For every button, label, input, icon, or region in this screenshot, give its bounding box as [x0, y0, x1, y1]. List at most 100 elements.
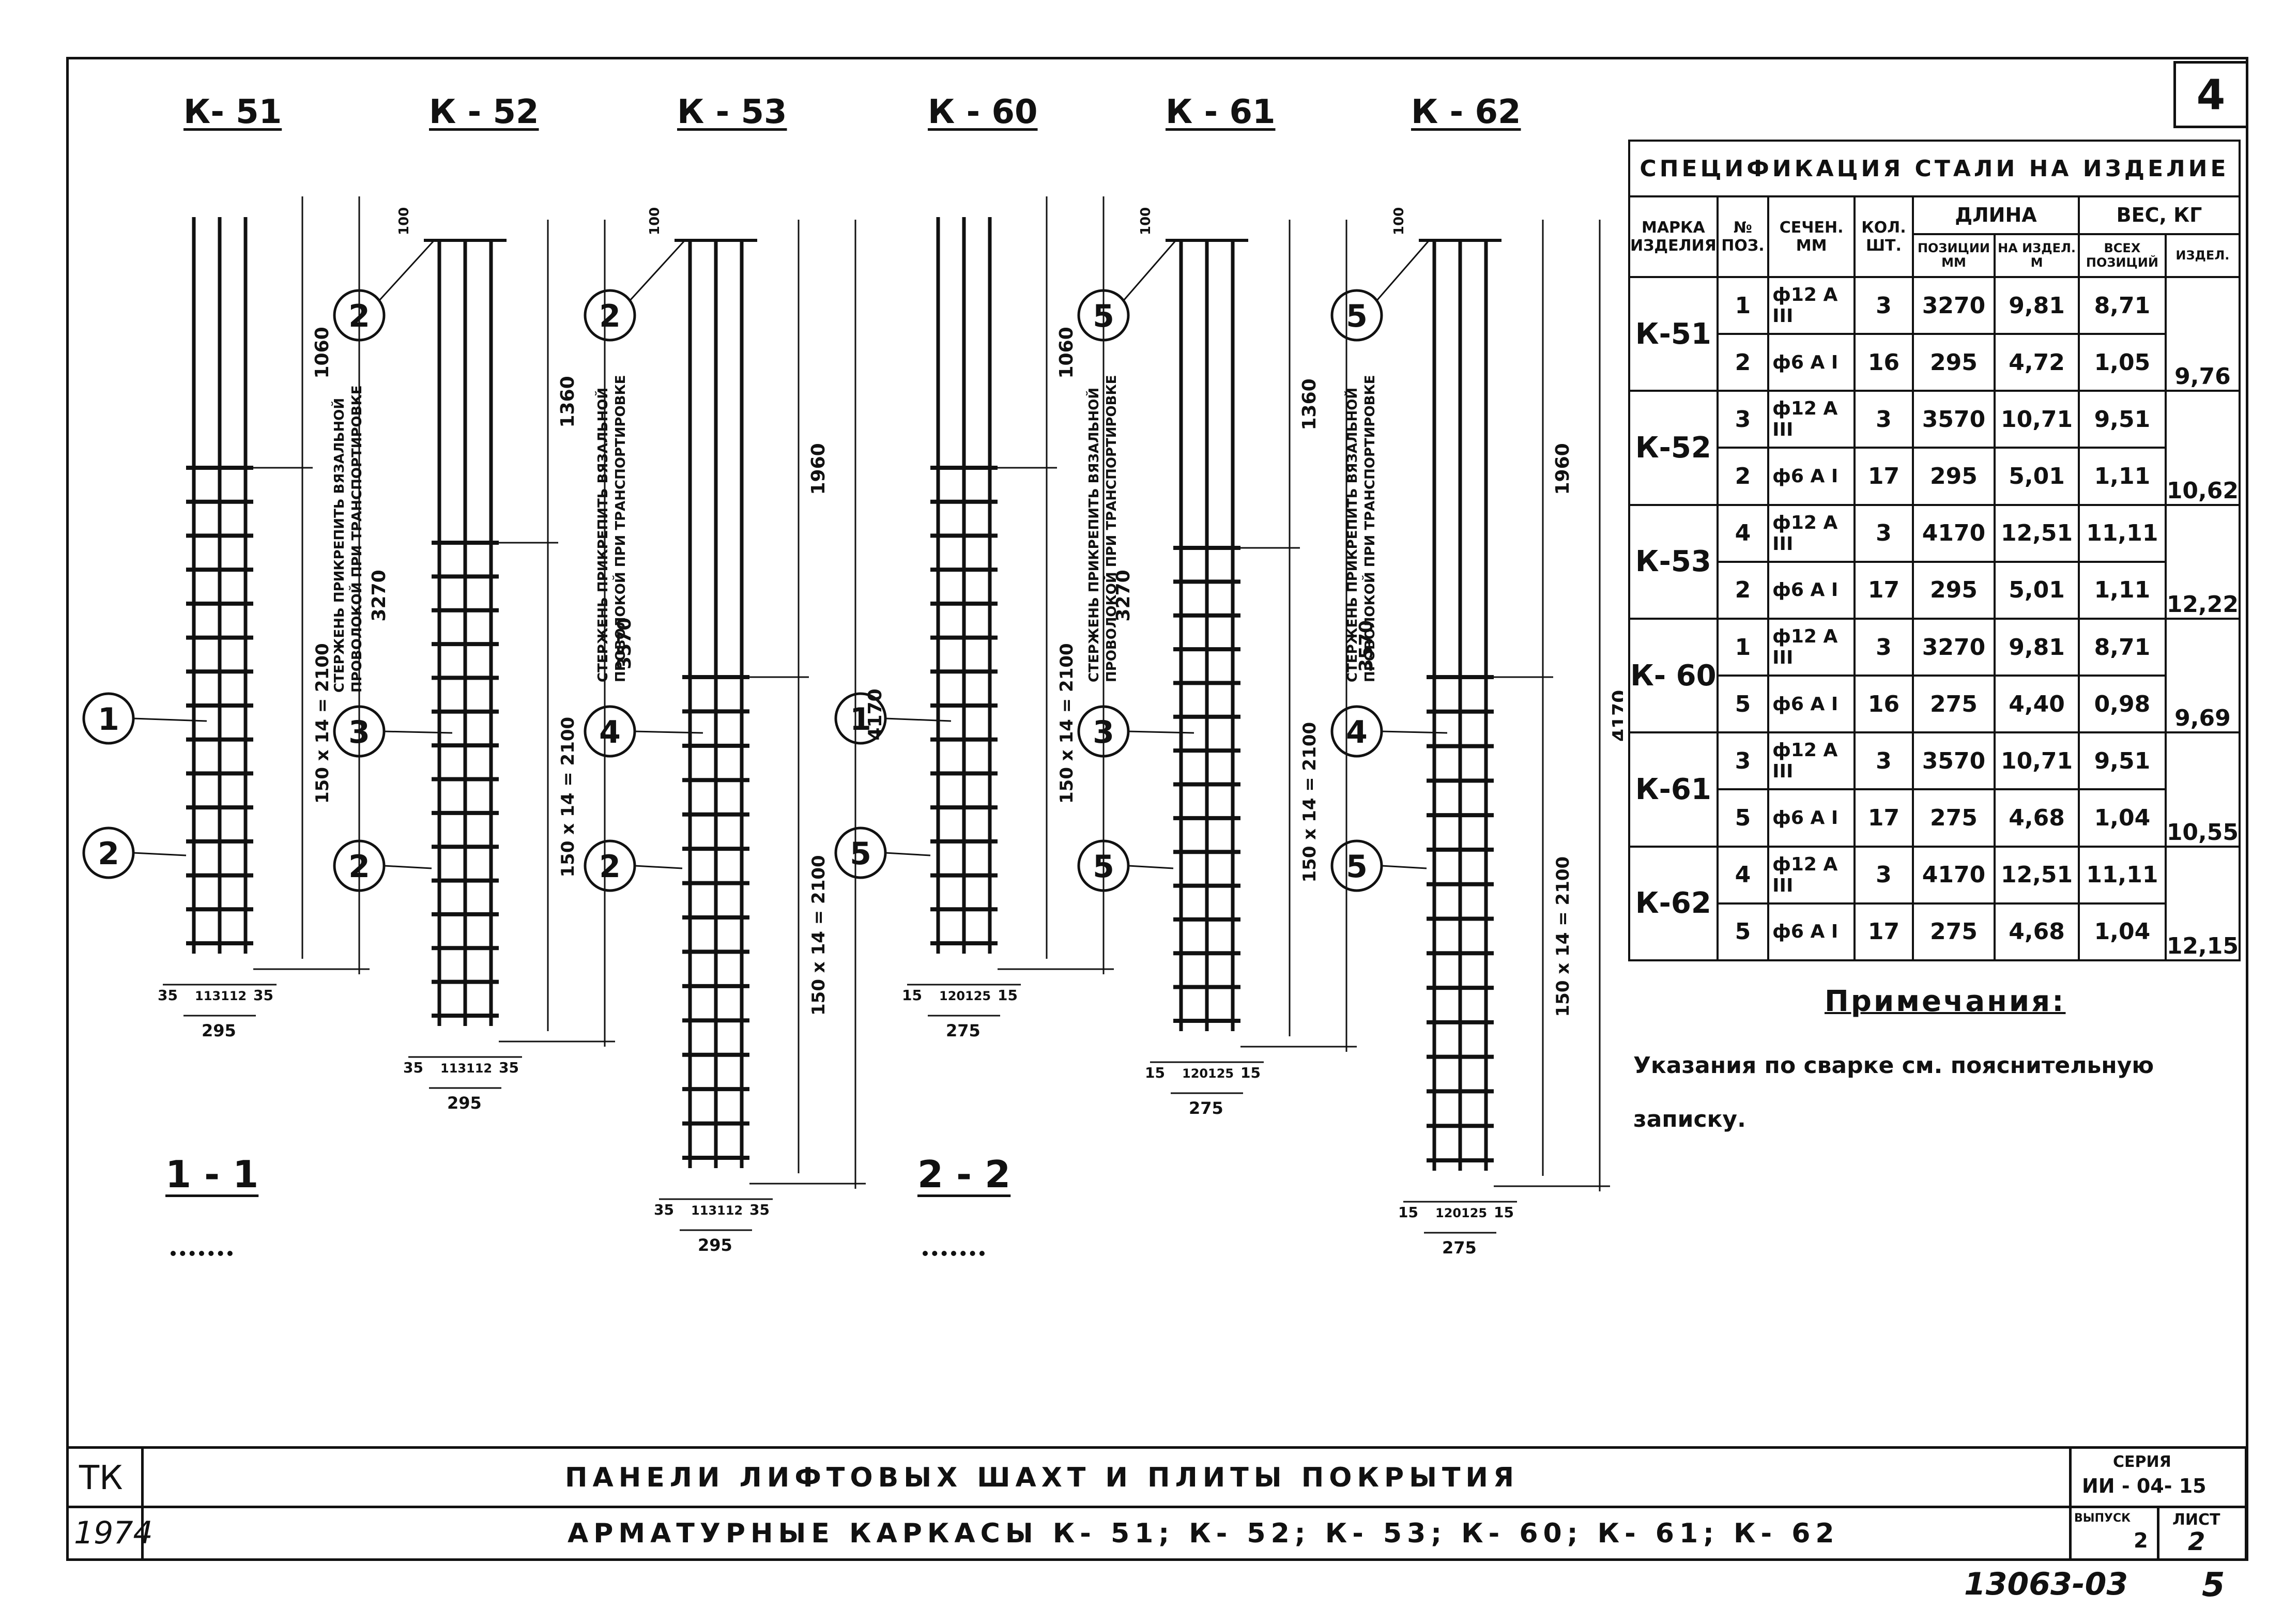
spec-cell: ф12 А III	[1767, 617, 1856, 677]
position-marker-label: 3	[1093, 714, 1114, 750]
spec-cell: 2	[1716, 560, 1770, 620]
leader-line	[630, 239, 686, 301]
spec-cell: 4,40	[1994, 675, 2080, 734]
page-number: 5	[2202, 1566, 2225, 1604]
dimension-label: 113	[440, 1061, 466, 1076]
frame-title-k60: К - 60	[928, 93, 1038, 131]
spec-cell: 4,68	[1994, 902, 2080, 962]
spec-cell: 3	[1853, 275, 1914, 335]
spec-cell: ф6 А I	[1767, 902, 1856, 962]
tb-line2: АРМАТУРНЫЕ КАРКАСЫ К- 51; К- 52; К- 53; …	[568, 1518, 1840, 1549]
leader-line	[885, 852, 931, 856]
spec-cell: 16	[1853, 333, 1914, 392]
spec-total: 10,62	[2164, 448, 2241, 506]
dimension-label: 1960	[808, 443, 829, 495]
dimension-label: 1360	[557, 376, 578, 427]
spec-cell: 1,05	[2078, 333, 2167, 392]
dimension-label: 295	[447, 1093, 482, 1113]
spec-mark: К-53	[1628, 503, 1719, 620]
spec-cell: 17	[1853, 560, 1914, 620]
spec-mark: К-61	[1628, 731, 1719, 848]
col-w-all: ВСЕХ ПОЗИЦИЙ	[2078, 233, 2167, 278]
dimension-label: 3270	[369, 570, 390, 621]
notes-title: Примечания:	[1825, 985, 2066, 1018]
spec-cell: 1,04	[2078, 788, 2167, 848]
position-marker-label: 2	[98, 836, 119, 872]
dimension-label: 125	[1208, 1066, 1234, 1081]
spec-cell: 5,01	[1994, 560, 2080, 620]
dimension-label: 150 х 14 = 2100	[808, 855, 829, 1016]
spec-cell: 8,71	[2078, 617, 2167, 677]
position-marker-label: 1	[850, 701, 871, 738]
spec-cell: 4,72	[1994, 333, 2080, 392]
dimension-label: 150 х 14 = 2100	[312, 643, 333, 804]
leader-line	[384, 730, 453, 734]
col-len-item: НА ИЗДЕЛ. М	[1994, 233, 2080, 278]
section-label-1-1: 1 - 1	[165, 1153, 259, 1196]
spec-cell: 11,11	[2078, 845, 2167, 905]
spec-total	[2164, 503, 2241, 562]
spec-cell: 2	[1716, 333, 1770, 392]
section-dashes-2	[923, 1251, 985, 1261]
leader-line	[885, 717, 952, 722]
leader-line	[384, 865, 432, 869]
position-marker-label: 2	[599, 298, 621, 334]
tb-issue-label: ВЫПУСК	[2074, 1512, 2131, 1525]
leader-line	[379, 239, 435, 301]
position-marker-label: 1	[98, 701, 119, 738]
spec-cell: 4	[1716, 503, 1770, 563]
spec-total	[2164, 275, 2241, 334]
dimension-label: 35	[654, 1201, 674, 1218]
leader-line	[133, 852, 187, 856]
frame-title-k52: К - 52	[429, 93, 539, 131]
spec-cell: 3	[1853, 731, 1914, 791]
dimension-label: 15	[998, 987, 1018, 1004]
spec-cell: 17	[1853, 902, 1914, 962]
spec-cell: 17	[1853, 447, 1914, 506]
dimension-label: 100	[647, 207, 663, 235]
col-len-pos: ПОЗИЦИИ ММ	[1911, 233, 1996, 278]
spec-total: 10,55	[2164, 789, 2241, 848]
spec-cell: 5	[1716, 675, 1770, 734]
spec-cell: 8,71	[2078, 275, 2167, 335]
spec-cell: 5	[1716, 902, 1770, 962]
spec-cell: 9,81	[1994, 617, 2080, 677]
position-marker-circle	[333, 289, 386, 342]
spec-caption: СПЕЦИФИКАЦИЯ СТАЛИ НА ИЗДЕЛИЕ	[1628, 139, 2241, 198]
leader-line	[1376, 240, 1430, 300]
dimension-label: 275	[946, 1021, 980, 1040]
spec-cell: 1,11	[2078, 560, 2167, 620]
spec-total	[2164, 617, 2241, 676]
section-dashes-1	[171, 1251, 233, 1261]
spec-mark: К-51	[1628, 275, 1719, 392]
tb-issue: 2	[2134, 1529, 2148, 1553]
spec-total	[2164, 845, 2241, 903]
spec-cell: 3	[1716, 731, 1770, 791]
position-marker-label: 3	[348, 714, 370, 750]
tb-org: ТК	[79, 1459, 123, 1497]
position-marker-label: 5	[850, 836, 871, 872]
drawing-code: 13063-03	[1964, 1566, 2128, 1602]
spec-cell: 275	[1911, 788, 1996, 848]
leader-line	[133, 717, 207, 722]
note-k62: СТЕРЖЕНЬ ПРИКРЕПИТЬ ВЯЗАЛЬНОЙ ПРОВОЛОКОЙ…	[1345, 375, 1378, 682]
spec-cell: 275	[1911, 902, 1996, 962]
position-marker-label: 4	[599, 714, 621, 750]
leader-line	[1381, 730, 1448, 734]
spec-cell: 3270	[1911, 617, 1996, 677]
dimension-label: 15	[902, 987, 922, 1004]
tb-divider-v2	[2069, 1449, 2072, 1558]
dimension-label: 35	[403, 1059, 423, 1076]
spec-cell: 3270	[1911, 275, 1996, 335]
note-k52: СТЕРЖЕНЬ ПРИКРЕПИТЬ ВЯЗАЛЬНОЙ ПРОВОЛОКОЙ…	[332, 385, 365, 693]
dimension-label: 15	[1398, 1204, 1418, 1221]
position-marker-label: 2	[348, 298, 370, 334]
dimension-label: 150 х 14 = 2100	[1299, 722, 1320, 883]
col-mark: МАРКА ИЗДЕЛИЯ	[1628, 195, 1719, 278]
frame-title-k51: К- 51	[183, 93, 282, 131]
